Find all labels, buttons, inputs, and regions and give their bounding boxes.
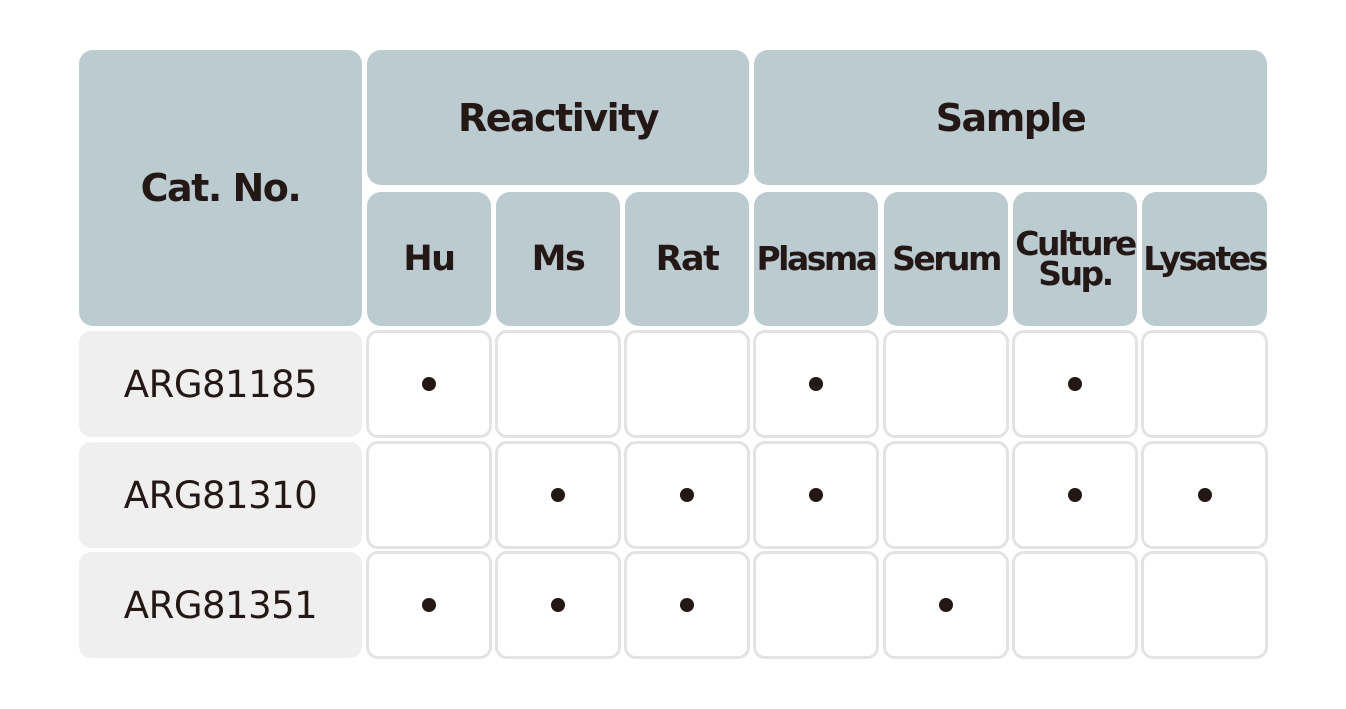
header-group-reactivity: Reactivity <box>367 50 749 185</box>
row-2-plasma-mark <box>809 488 823 502</box>
header-col-culture-sup-label: Culture Sup. <box>1015 224 1137 293</box>
header-col-lysates-label: Lysates <box>1143 239 1268 278</box>
header-col-rat: Rat <box>625 192 749 326</box>
row-2-cell-plasma <box>753 441 879 549</box>
header-cat-no-label: Cat. No. <box>140 166 302 210</box>
row-2-cat-no: ARG81310 <box>79 442 362 548</box>
row-1-culture-sup-mark <box>1068 377 1082 391</box>
row-2-cell-serum <box>883 441 1009 549</box>
row-3-cell-hu <box>366 551 492 659</box>
header-col-plasma-label: Plasma <box>756 239 878 278</box>
header-col-rat-label: Rat <box>655 239 720 279</box>
header-col-serum-label: Serum <box>892 239 1002 278</box>
row-1-cell-rat <box>624 330 750 438</box>
header-col-serum: Serum <box>884 192 1008 326</box>
row-3-ms-mark <box>551 598 565 612</box>
row-2-lysates-mark <box>1197 488 1212 502</box>
row-3-cell-ms <box>495 551 621 659</box>
row-3-hu-mark <box>422 598 436 612</box>
row-3-serum-mark <box>939 598 953 612</box>
header-col-lysates: Lysates <box>1142 192 1268 326</box>
row-2-culture-sup-mark <box>1068 488 1082 502</box>
row-2-cell-ms <box>495 441 621 549</box>
row-3-rat-mark <box>680 598 694 612</box>
row-1-cat-no-label: ARG81185 <box>123 362 318 406</box>
row-3-cat-no-label: ARG81351 <box>123 583 318 627</box>
row-1-cell-hu <box>366 330 492 438</box>
row-3-cell-lysates <box>1141 551 1268 659</box>
row-2-cell-rat <box>624 441 750 549</box>
row-1-hu-mark <box>422 377 436 391</box>
header-cat-no: Cat. No. <box>79 50 362 326</box>
row-2-rat-mark <box>680 488 694 502</box>
row-3-cell-plasma <box>753 551 879 659</box>
row-1-cell-plasma <box>753 330 879 438</box>
header-col-hu: Hu <box>367 192 491 326</box>
row-3-cat-no: ARG81351 <box>79 552 362 658</box>
row-2-cell-culture-sup <box>1012 441 1138 549</box>
row-1-cat-no: ARG81185 <box>79 331 362 437</box>
row-1-plasma-mark <box>809 377 823 391</box>
row-2-cell-lysates <box>1141 441 1268 549</box>
header-col-plasma: Plasma <box>754 192 878 326</box>
header-col-ms: Ms <box>496 192 620 326</box>
row-1-cell-culture-sup <box>1012 330 1138 438</box>
row-2-ms-mark <box>551 488 565 502</box>
header-group-sample: Sample <box>754 50 1267 185</box>
header-group-reactivity-label: Reactivity <box>457 95 660 140</box>
row-1-cell-serum <box>883 330 1009 438</box>
row-1-cell-ms <box>495 330 621 438</box>
header-col-ms-label: Ms <box>531 239 586 279</box>
row-3-cell-rat <box>624 551 750 659</box>
row-1-cell-lysates <box>1141 330 1268 438</box>
header-col-hu-label: Hu <box>403 239 456 279</box>
row-3-cell-culture-sup <box>1012 551 1138 659</box>
row-2-cell-hu <box>366 441 492 549</box>
header-col-culture-sup: Culture Sup. <box>1013 192 1137 326</box>
row-3-cell-serum <box>883 551 1009 659</box>
header-group-sample-label: Sample <box>935 95 1087 140</box>
row-2-cat-no-label: ARG81310 <box>123 473 318 517</box>
